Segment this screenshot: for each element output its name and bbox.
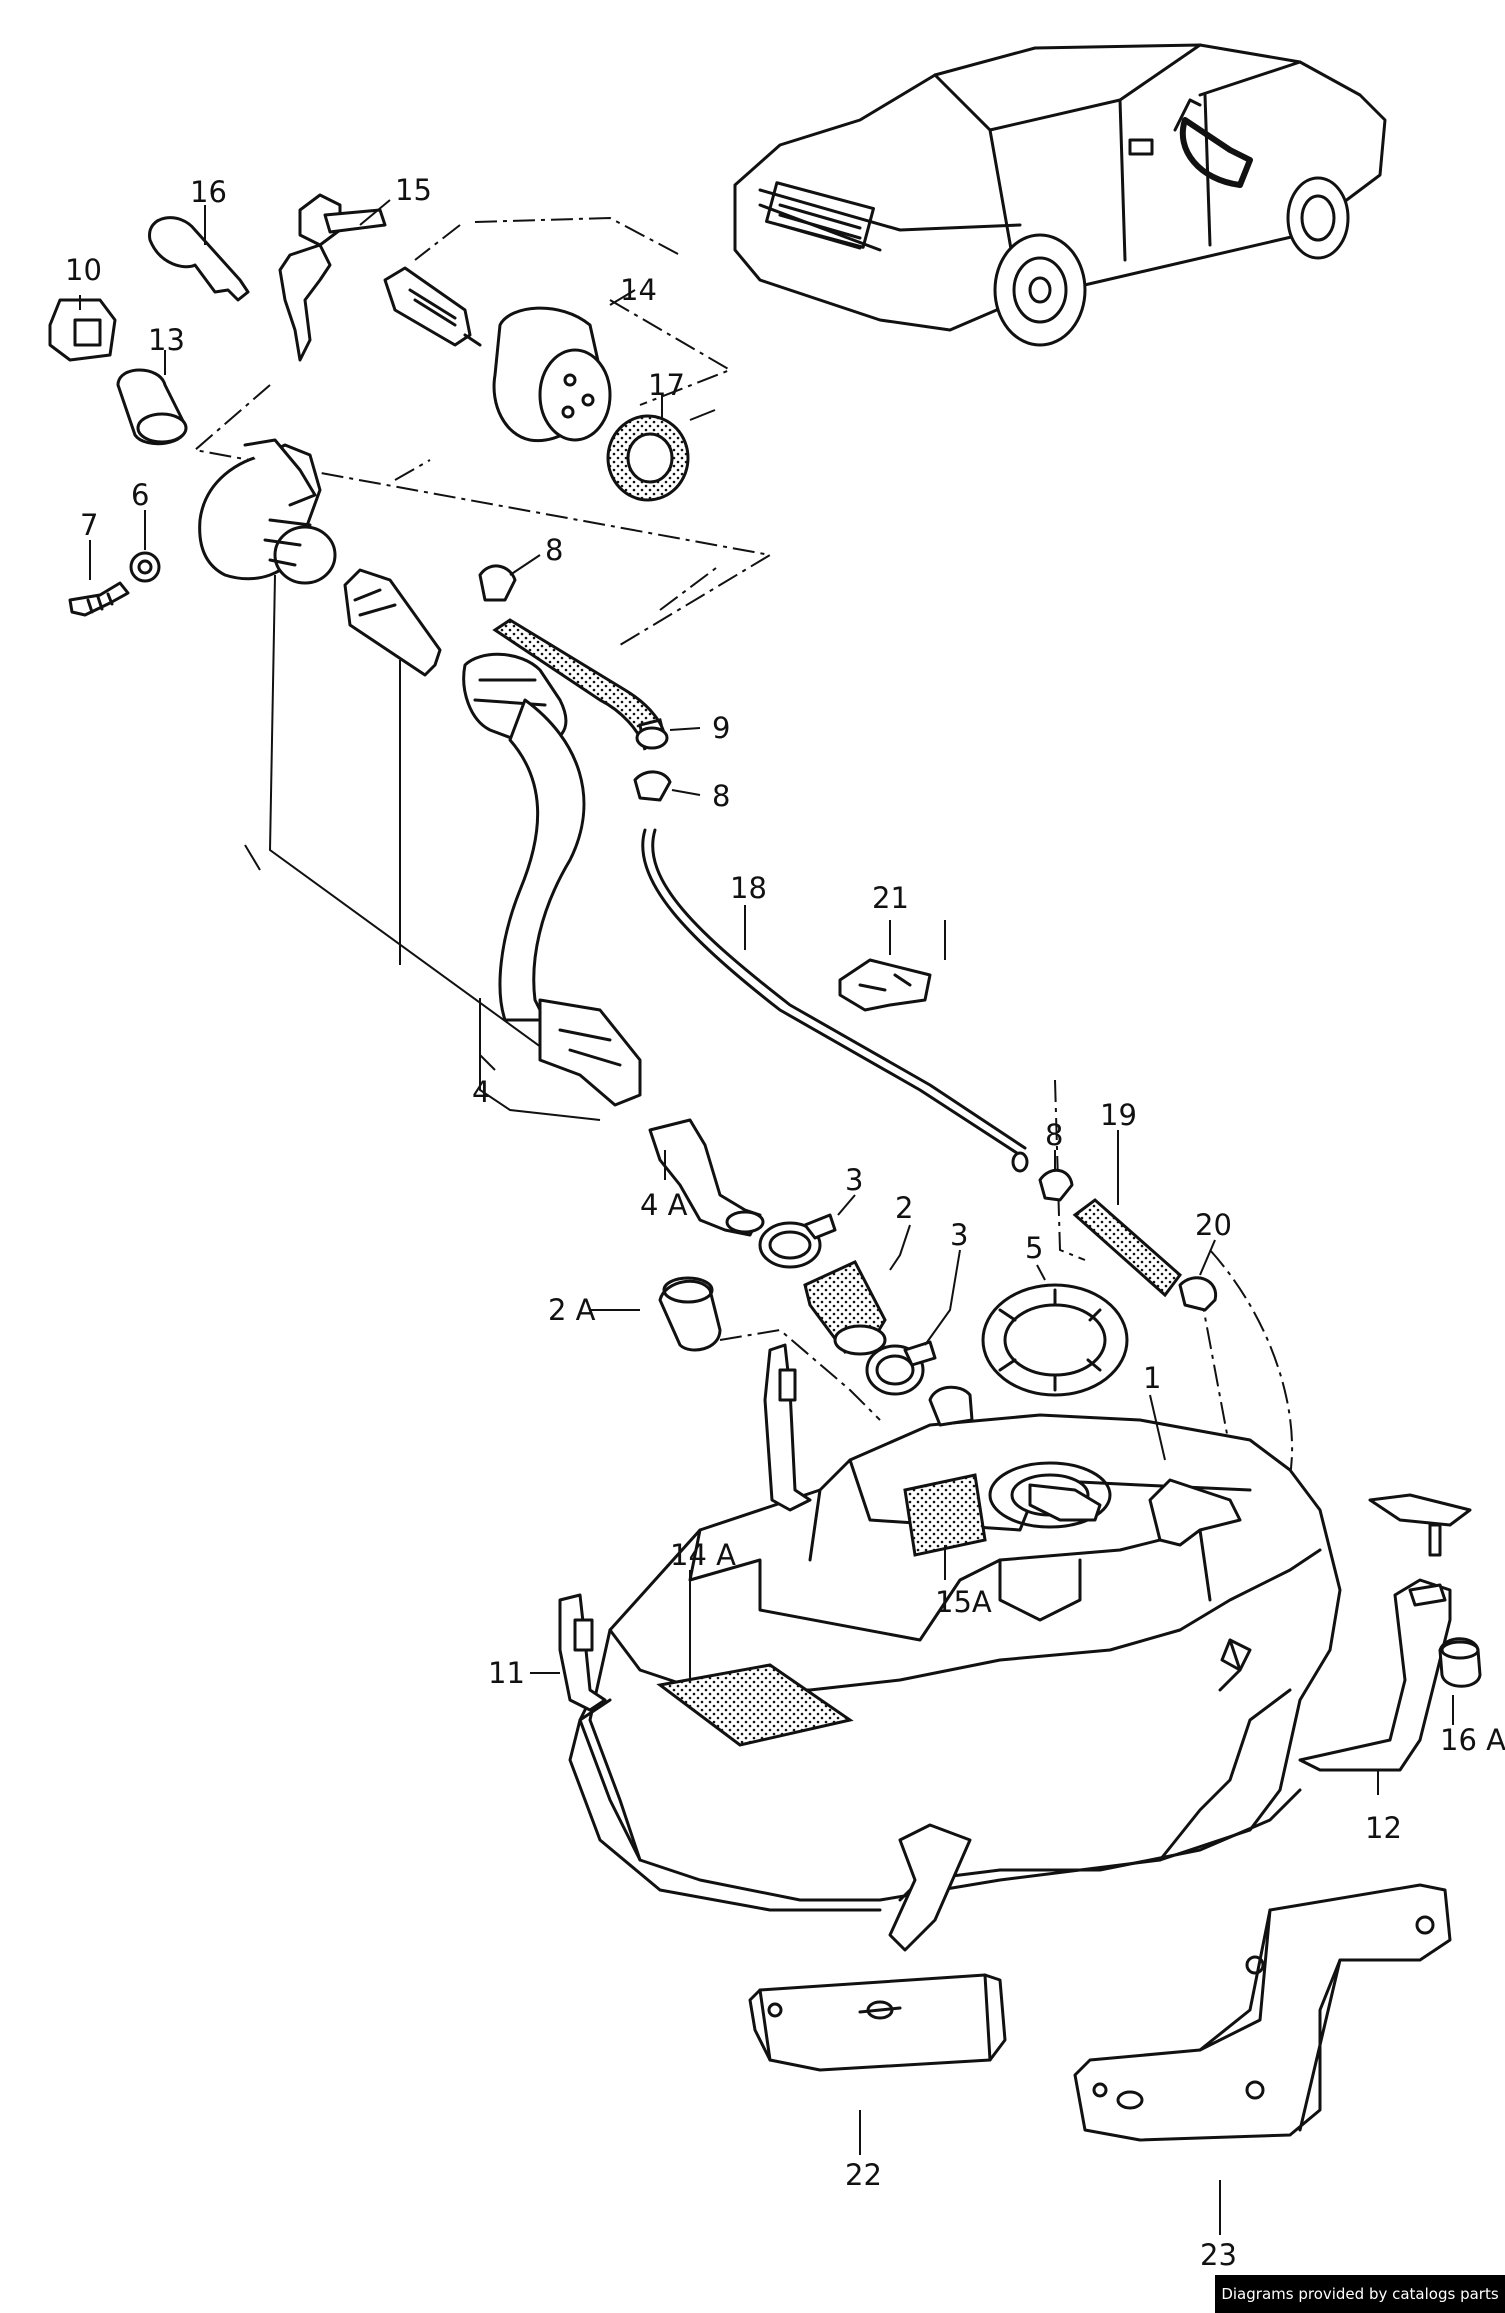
hoses-and-clips [478, 564, 1218, 1312]
label-10: 10 [65, 253, 102, 287]
label-16A: 16 A [1440, 1723, 1505, 1757]
label-14A: 14 A [670, 1538, 736, 1572]
label-8-lower: 8 [1045, 1118, 1063, 1152]
label-8-middle: 8 [712, 779, 730, 813]
label-18: 18 [730, 871, 767, 905]
fuel-tank [568, 1385, 1342, 1912]
label-2: 2 [895, 1191, 913, 1225]
label-19: 19 [1100, 1098, 1137, 1132]
car-illustration [733, 43, 1387, 347]
label-11: 11 [488, 1656, 525, 1690]
label-4: 4 [472, 1075, 490, 1109]
label-4A: 4 A [640, 1188, 688, 1222]
label-23: 23 [1200, 2238, 1237, 2272]
label-22: 22 [845, 2158, 882, 2192]
label-13: 13 [148, 323, 185, 357]
label-1: 1 [1143, 1361, 1161, 1395]
label-2A: 2 A [548, 1293, 596, 1327]
label-17: 17 [648, 368, 685, 402]
connection-parts [658, 1213, 1129, 1397]
label-3-upper: 3 [845, 1163, 863, 1197]
label-12: 12 [1365, 1811, 1402, 1845]
label-7: 7 [80, 508, 98, 542]
label-21: 21 [872, 881, 909, 915]
small-fasteners [68, 551, 161, 617]
leader-lines [79, 199, 1454, 2235]
label-14: 14 [620, 273, 657, 307]
label-9: 9 [712, 711, 730, 745]
label-15: 15 [395, 173, 432, 207]
label-5: 5 [1025, 1231, 1043, 1265]
credit-badge: Diagrams provided by catalogs parts [1215, 2275, 1505, 2313]
straps-and-brackets [558, 1343, 1482, 2142]
label-6: 6 [131, 478, 149, 512]
lock-parts-cluster [48, 193, 690, 502]
filler-neck-assembly [198, 438, 765, 1237]
part-labels: 16 15 10 13 14 17 7 6 8 9 8 18 21 4 4 A … [65, 173, 1505, 2272]
label-20: 20 [1195, 1208, 1232, 1242]
label-15A: 15A [935, 1585, 992, 1619]
label-16: 16 [190, 175, 227, 209]
label-8-upper: 8 [545, 533, 563, 567]
label-3-lower: 3 [950, 1218, 968, 1252]
